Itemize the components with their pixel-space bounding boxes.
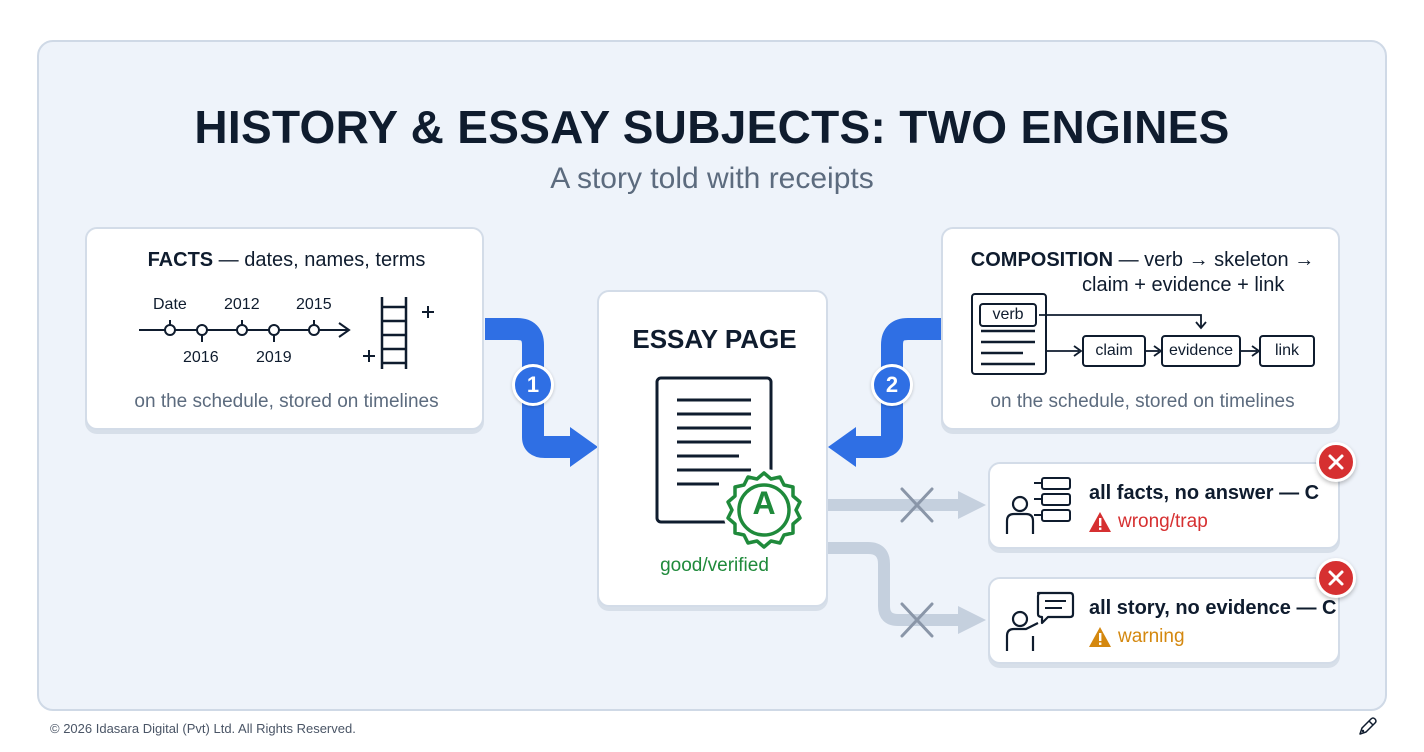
blocked-x-icon [900,487,934,523]
warning-triangle-icon [1089,627,1111,647]
composition-caption: on the schedule, stored on timelines [990,391,1295,412]
step-number: 1 [526,372,540,397]
flow-arrow-outcome-2 [828,542,962,626]
page-subtitle: A story told with receipts [550,162,874,195]
warning-triangle-icon [1089,512,1111,532]
verb-box: verb [979,303,1037,327]
page-title: HISTORY & ESSAY SUBJECTS: TWO ENGINES [194,101,1230,153]
close-circle-icon [1316,442,1356,482]
composition-card: COMPOSITION — verb → skeleton → claim + … [941,227,1340,430]
step-badge-1: 1 [512,364,554,406]
outcome-status: warning [1118,626,1185,647]
chain-box-link: link [1259,335,1315,367]
chain-box-evidence: evidence [1161,335,1241,367]
flow-arrow-outcome-1-head [958,491,986,519]
facts-heading-rest: — dates, names, terms [213,249,426,271]
timeline-label: 2012 [224,296,260,313]
grade-letter: A [752,485,776,521]
flow-arrow-outcome-2-head [958,606,986,634]
flow-arrow-composition-head [828,427,856,467]
composition-heading-line2: claim + evidence + link [1082,274,1285,296]
composition-heading: COMPOSITION — verb → skeleton → [943,249,1342,272]
composition-heading-rest: — verb → skeleton → [1113,249,1315,271]
composition-heading-bold: COMPOSITION [970,249,1114,271]
outcome-title: all facts, no answer — C [1089,482,1320,504]
pen-icon [1359,717,1377,735]
facts-card: FACTS — dates, names, terms Date 2012 20… [85,227,484,430]
facts-caption: on the schedule, stored on timelines [134,391,439,412]
timeline-label: 2019 [256,349,292,366]
essay-title: ESSAY PAGE [632,324,797,354]
blocked-x-icon [900,602,934,638]
person-speech-icon [1005,591,1075,651]
grade-seal-icon [723,469,805,551]
ladder-icon [363,297,434,369]
timeline-icon [139,320,351,342]
step-badge-2: 2 [871,364,913,406]
outcome-title: all story, no evidence — C [1089,597,1337,619]
close-circle-icon [1316,558,1356,598]
chain-box-claim: claim [1082,335,1146,367]
footer-copyright: © 2026 Idasara Digital (Pvt) Ltd. All Ri… [50,721,356,736]
outcome-status: wrong/trap [1118,511,1208,532]
essay-card: ESSAY PAGE A good/verified [597,290,828,607]
essay-status: good/verified [660,555,769,576]
person-list-icon [1005,477,1071,534]
facts-heading-bold: FACTS [147,249,214,271]
timeline-label: Date [153,296,187,313]
timeline-label: 2015 [296,296,332,313]
flow-arrow-facts-head [570,427,598,467]
outcome-card-story: all story, no evidence — C warning [988,577,1340,664]
timeline-label: 2016 [183,349,219,366]
step-number: 2 [885,372,899,397]
facts-heading: FACTS — dates, names, terms [87,249,486,272]
outcome-card-facts: all facts, no answer — C wrong/trap [988,462,1340,549]
